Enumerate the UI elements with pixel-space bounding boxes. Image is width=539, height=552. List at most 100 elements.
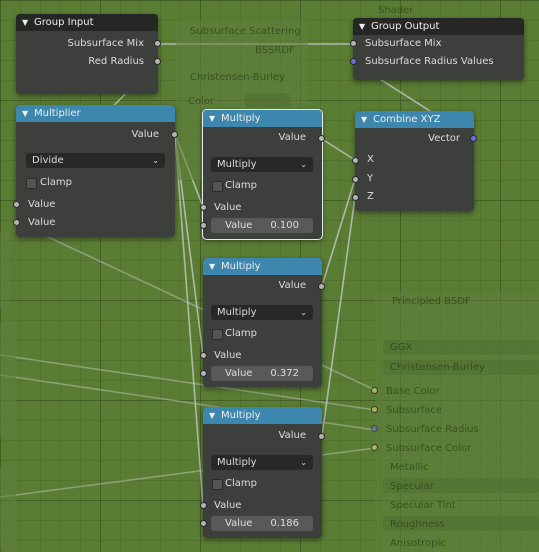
collapse-arrow-icon[interactable]: ▼ bbox=[361, 115, 368, 124]
input-label: Value bbox=[28, 199, 56, 210]
chevron-down-icon: ⌄ bbox=[300, 308, 307, 317]
node-title: Group Output bbox=[371, 21, 440, 32]
node-title: Combine XYZ bbox=[373, 114, 441, 125]
input-socket-z[interactable] bbox=[352, 194, 359, 201]
output-socket-vector[interactable] bbox=[470, 135, 477, 142]
clamp-checkbox[interactable] bbox=[212, 479, 223, 490]
ghost-socket-base-color bbox=[371, 387, 378, 394]
output-label: Value bbox=[278, 132, 306, 143]
input-socket-field[interactable] bbox=[200, 370, 207, 377]
input-socket-value-1[interactable] bbox=[13, 201, 20, 208]
ghost-input-1: Subsurface bbox=[386, 405, 442, 416]
ghost-field-roughness bbox=[383, 516, 539, 531]
node-title: Multiply bbox=[221, 410, 261, 421]
multiplier-header[interactable]: ▼ Multiplier bbox=[16, 105, 175, 122]
link-multiply-3-to-z bbox=[321, 196, 356, 437]
ghost-label-christensen-bottom: Christensen-Burley bbox=[390, 362, 485, 373]
operation-dropdown[interactable]: Multiply ⌄ bbox=[211, 157, 313, 172]
multiply-node-3[interactable]: ▼ Multiply Value Multiply ⌄ Clamp Value … bbox=[200, 407, 325, 538]
field-value: 0.372 bbox=[270, 368, 299, 379]
output-socket-value[interactable] bbox=[171, 131, 178, 138]
ghost-label-subsurface-scattering: Subsurface Scattering bbox=[190, 26, 301, 37]
group-input-node[interactable]: ▼ Group Input Subsurface Mix Red Radius bbox=[16, 14, 161, 94]
clamp-checkbox[interactable] bbox=[212, 181, 223, 192]
collapse-arrow-icon[interactable]: ▼ bbox=[209, 411, 216, 420]
ghost-input-4: Metallic bbox=[390, 462, 429, 473]
node-title: Multiplier bbox=[34, 108, 81, 119]
group-input-header[interactable]: ▼ Group Input bbox=[16, 14, 158, 31]
multiply-node-1[interactable]: ▼ Multiply Value Multiply ⌄ Clamp Value … bbox=[200, 109, 325, 240]
value-field[interactable]: Value 0.186 bbox=[211, 516, 313, 531]
collapse-arrow-icon[interactable]: ▼ bbox=[209, 114, 216, 123]
collapse-arrow-icon[interactable]: ▼ bbox=[209, 262, 216, 271]
input-socket-radius-values[interactable] bbox=[350, 58, 357, 65]
input-socket-value[interactable] bbox=[200, 352, 207, 359]
output-label: Subsurface Mix bbox=[67, 38, 145, 49]
ghost-principled-bsdf bbox=[375, 292, 539, 552]
node-title: Multiply bbox=[221, 113, 261, 124]
collapse-arrow-icon[interactable]: ▼ bbox=[22, 109, 29, 118]
group-output-node[interactable]: ▼ Group Output Subsurface Mix Subsurface… bbox=[350, 18, 524, 80]
node-title: Multiply bbox=[221, 261, 261, 272]
ghost-christensen-dropdown bbox=[383, 360, 539, 375]
output-label: Red Radius bbox=[88, 56, 144, 67]
field-value: 0.186 bbox=[270, 518, 299, 529]
ghost-label-bssrdf: BSSRDF bbox=[255, 45, 295, 56]
clamp-checkbox[interactable] bbox=[212, 329, 223, 340]
input-socket-value-2[interactable] bbox=[13, 219, 20, 226]
value-field[interactable]: Value 0.372 bbox=[211, 366, 313, 381]
input-socket-subsurface-mix[interactable] bbox=[350, 40, 357, 47]
operation-dropdown[interactable]: Divide ⌄ bbox=[26, 153, 165, 168]
operation-value: Multiply bbox=[217, 159, 257, 170]
ghost-field-specular bbox=[383, 478, 539, 493]
node-title: Group Input bbox=[34, 17, 94, 28]
input-socket-y[interactable] bbox=[352, 176, 359, 183]
input-socket-field[interactable] bbox=[200, 222, 207, 229]
ghost-ggx-dropdown bbox=[383, 340, 539, 355]
multiplier-node[interactable]: ▼ Multiplier Value Divide ⌄ Clamp Value … bbox=[13, 105, 178, 237]
multiply-node-2[interactable]: ▼ Multiply Value Multiply ⌄ Clamp Value … bbox=[200, 258, 325, 387]
ghost-input-3: Subsurface Color bbox=[386, 443, 472, 454]
input-label: Z bbox=[367, 191, 374, 202]
output-socket-value[interactable] bbox=[318, 283, 325, 290]
ghost-input-8: Anisotropic bbox=[390, 538, 446, 549]
output-socket-red-radius[interactable] bbox=[154, 58, 161, 65]
output-socket-value[interactable] bbox=[318, 135, 325, 142]
input-socket-field[interactable] bbox=[200, 520, 207, 527]
input-socket-value[interactable] bbox=[200, 204, 207, 211]
clamp-label: Clamp bbox=[225, 478, 257, 489]
collapse-arrow-icon[interactable]: ▼ bbox=[359, 22, 366, 31]
field-label: Value bbox=[225, 368, 253, 379]
output-socket-value[interactable] bbox=[318, 433, 325, 440]
operation-dropdown[interactable]: Multiply ⌄ bbox=[211, 455, 313, 470]
input-socket-x[interactable] bbox=[352, 157, 359, 164]
clamp-checkbox[interactable] bbox=[26, 178, 37, 189]
link-multiplier-to-multiply-3 bbox=[174, 133, 204, 506]
ghost-color-swatch bbox=[245, 93, 290, 107]
input-label: Value bbox=[28, 217, 56, 228]
combine-xyz-header[interactable]: ▼ Combine XYZ bbox=[355, 111, 474, 128]
field-label: Value bbox=[225, 220, 253, 231]
clamp-label: Clamp bbox=[225, 180, 257, 191]
multiply-header[interactable]: ▼ Multiply bbox=[203, 407, 322, 424]
ghost-socket-subsurface bbox=[371, 406, 378, 413]
value-field[interactable]: Value 0.100 bbox=[211, 218, 313, 233]
ghost-socket-sub-color bbox=[371, 444, 378, 451]
output-label: Value bbox=[278, 430, 306, 441]
output-label: Value bbox=[278, 280, 306, 291]
operation-dropdown[interactable]: Multiply ⌄ bbox=[211, 305, 313, 320]
combine-xyz-node[interactable]: ▼ Combine XYZ Vector X Y Z bbox=[352, 111, 477, 211]
chevron-down-icon: ⌄ bbox=[300, 160, 307, 169]
input-label: Y bbox=[367, 173, 374, 184]
input-label: Subsurface Mix bbox=[365, 38, 442, 49]
chevron-down-icon: ⌄ bbox=[300, 458, 307, 467]
ghost-left-node-2 bbox=[0, 465, 16, 552]
input-socket-value[interactable] bbox=[200, 502, 207, 509]
multiply-header[interactable]: ▼ Multiply bbox=[203, 258, 322, 275]
group-output-header[interactable]: ▼ Group Output bbox=[353, 18, 524, 35]
output-socket-subsurface-mix[interactable] bbox=[154, 40, 161, 47]
clamp-label: Clamp bbox=[225, 328, 257, 339]
input-label: Value bbox=[214, 202, 242, 213]
collapse-arrow-icon[interactable]: ▼ bbox=[22, 18, 29, 27]
multiply-header[interactable]: ▼ Multiply bbox=[203, 110, 322, 127]
